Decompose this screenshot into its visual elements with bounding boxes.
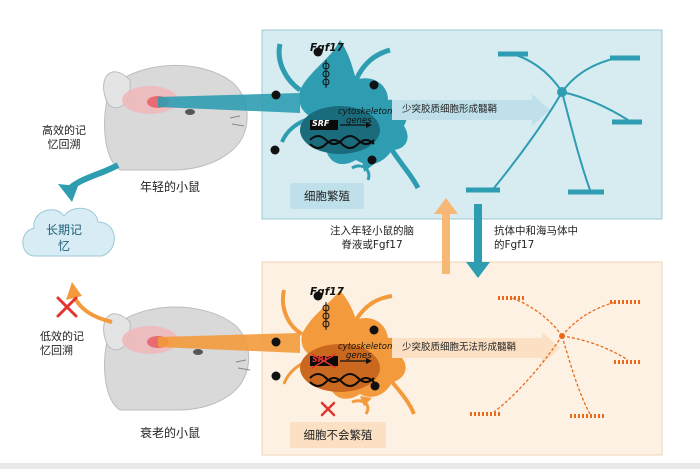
no-myelination-arrowhead [542, 332, 560, 364]
srf-label-bottom: SRF [312, 355, 330, 364]
blocked-recall-x-icon [56, 296, 78, 318]
long-term-memory-label: 长期记 忆 [46, 223, 83, 253]
old-dots [271, 291, 380, 391]
young-oligodendrocyte-cell [276, 40, 421, 190]
myelination-arrowhead [532, 94, 550, 126]
long-term-memory-cloud [22, 207, 115, 257]
gene-label-bottom: Fgf17 [310, 286, 344, 298]
young-mouse-label: 年轻的小鼠 [140, 180, 201, 194]
young-dots [270, 47, 379, 165]
inject-arrowhead [434, 198, 458, 214]
myelinating-oligodendrocyte [466, 51, 642, 195]
cytoskeleton-label-bottom: cytoskeleton genes [338, 342, 393, 361]
old-mouse-label: 衰老的小鼠 [140, 426, 201, 440]
antibody-arrowhead [466, 262, 490, 278]
inject-arrow-shaft [442, 212, 450, 274]
cell-proliferation-tag: 细胞繁殖 [290, 183, 364, 209]
old-mouse-illustration [103, 306, 251, 411]
non-myelinating-segments [470, 296, 642, 418]
efficient-recall-arrowhead [58, 184, 78, 202]
srf-label-top: SRF [312, 119, 330, 128]
bottom-border [0, 463, 700, 469]
no-proliferation-x-icon [320, 401, 336, 417]
non-myelinating-oligodendrocyte [493, 297, 629, 415]
no-myelination-arrow-bar [392, 338, 542, 358]
old-zoom-beam [158, 333, 300, 353]
no-proliferation-tag: 细胞不会繁殖 [290, 422, 386, 448]
antibody-arrow-shaft [474, 204, 482, 266]
inefficient-recall-label: 低效的记 忆回溯 [40, 330, 84, 357]
antibody-label: 抗体中和海马体中 的Fgf17 [494, 225, 578, 251]
inefficient-recall-arrowhead [66, 282, 82, 300]
gene-label-top: Fgf17 [310, 42, 344, 54]
young-mouse-illustration [103, 65, 248, 171]
non-myelinating-core [559, 333, 565, 339]
old-oligodendrocyte-cell [281, 289, 416, 415]
efficient-recall-label: 高效的记 忆回溯 [42, 124, 86, 151]
no-myelination-label: 少突胶质细胞无法形成髓鞘 [402, 342, 517, 353]
myelination-label: 少突胶质细胞形成髓鞘 [402, 104, 498, 115]
young-zoom-beam [158, 93, 300, 113]
myelination-arrow-bar [392, 100, 532, 120]
cytoskeleton-label-top: cytoskeleton genes [338, 107, 393, 126]
inject-label: 注入年轻小鼠的脑 脊液或Fgf17 [330, 225, 414, 251]
